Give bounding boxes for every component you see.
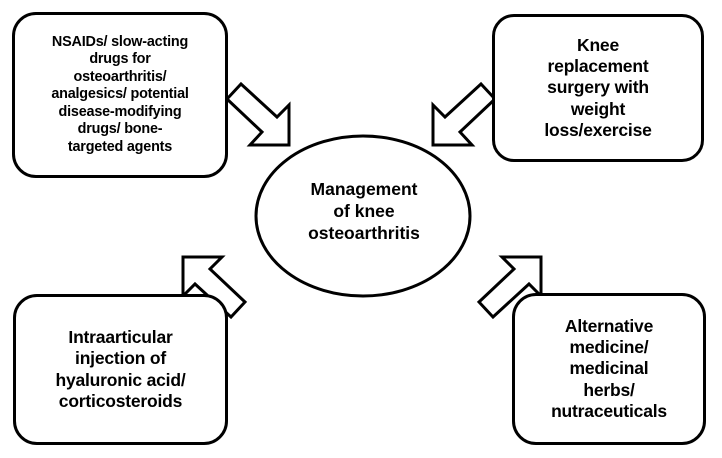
node-intraarticular-injection[interactable]: Intraarticular injection of hyaluronic a…: [13, 294, 228, 445]
node-surgical-label: Knee replacement surgery with weight los…: [544, 35, 652, 140]
center-ellipse[interactable]: [254, 134, 472, 298]
center-node-label: Management of knee osteoarthritis: [308, 179, 420, 244]
node-injection-label: Intraarticular injection of hyaluronic a…: [55, 327, 186, 411]
node-pharmacologic-label: NSAIDs/ slow-acting drugs for osteoarthr…: [51, 34, 189, 155]
node-surgical-treatment[interactable]: Knee replacement surgery with weight los…: [492, 14, 704, 162]
arrow-top-right-icon: [431, 81, 498, 147]
node-pharmacologic-treatments[interactable]: NSAIDs/ slow-acting drugs for osteoarthr…: [12, 12, 228, 178]
node-alternative-medicine[interactable]: Alternative medicine/ medicinal herbs/ n…: [512, 293, 706, 445]
arrow-bottom-right-icon: [476, 255, 543, 320]
node-alternative-label: Alternative medicine/ medicinal herbs/ n…: [551, 316, 667, 421]
arrow-top-left-icon: [224, 81, 291, 147]
